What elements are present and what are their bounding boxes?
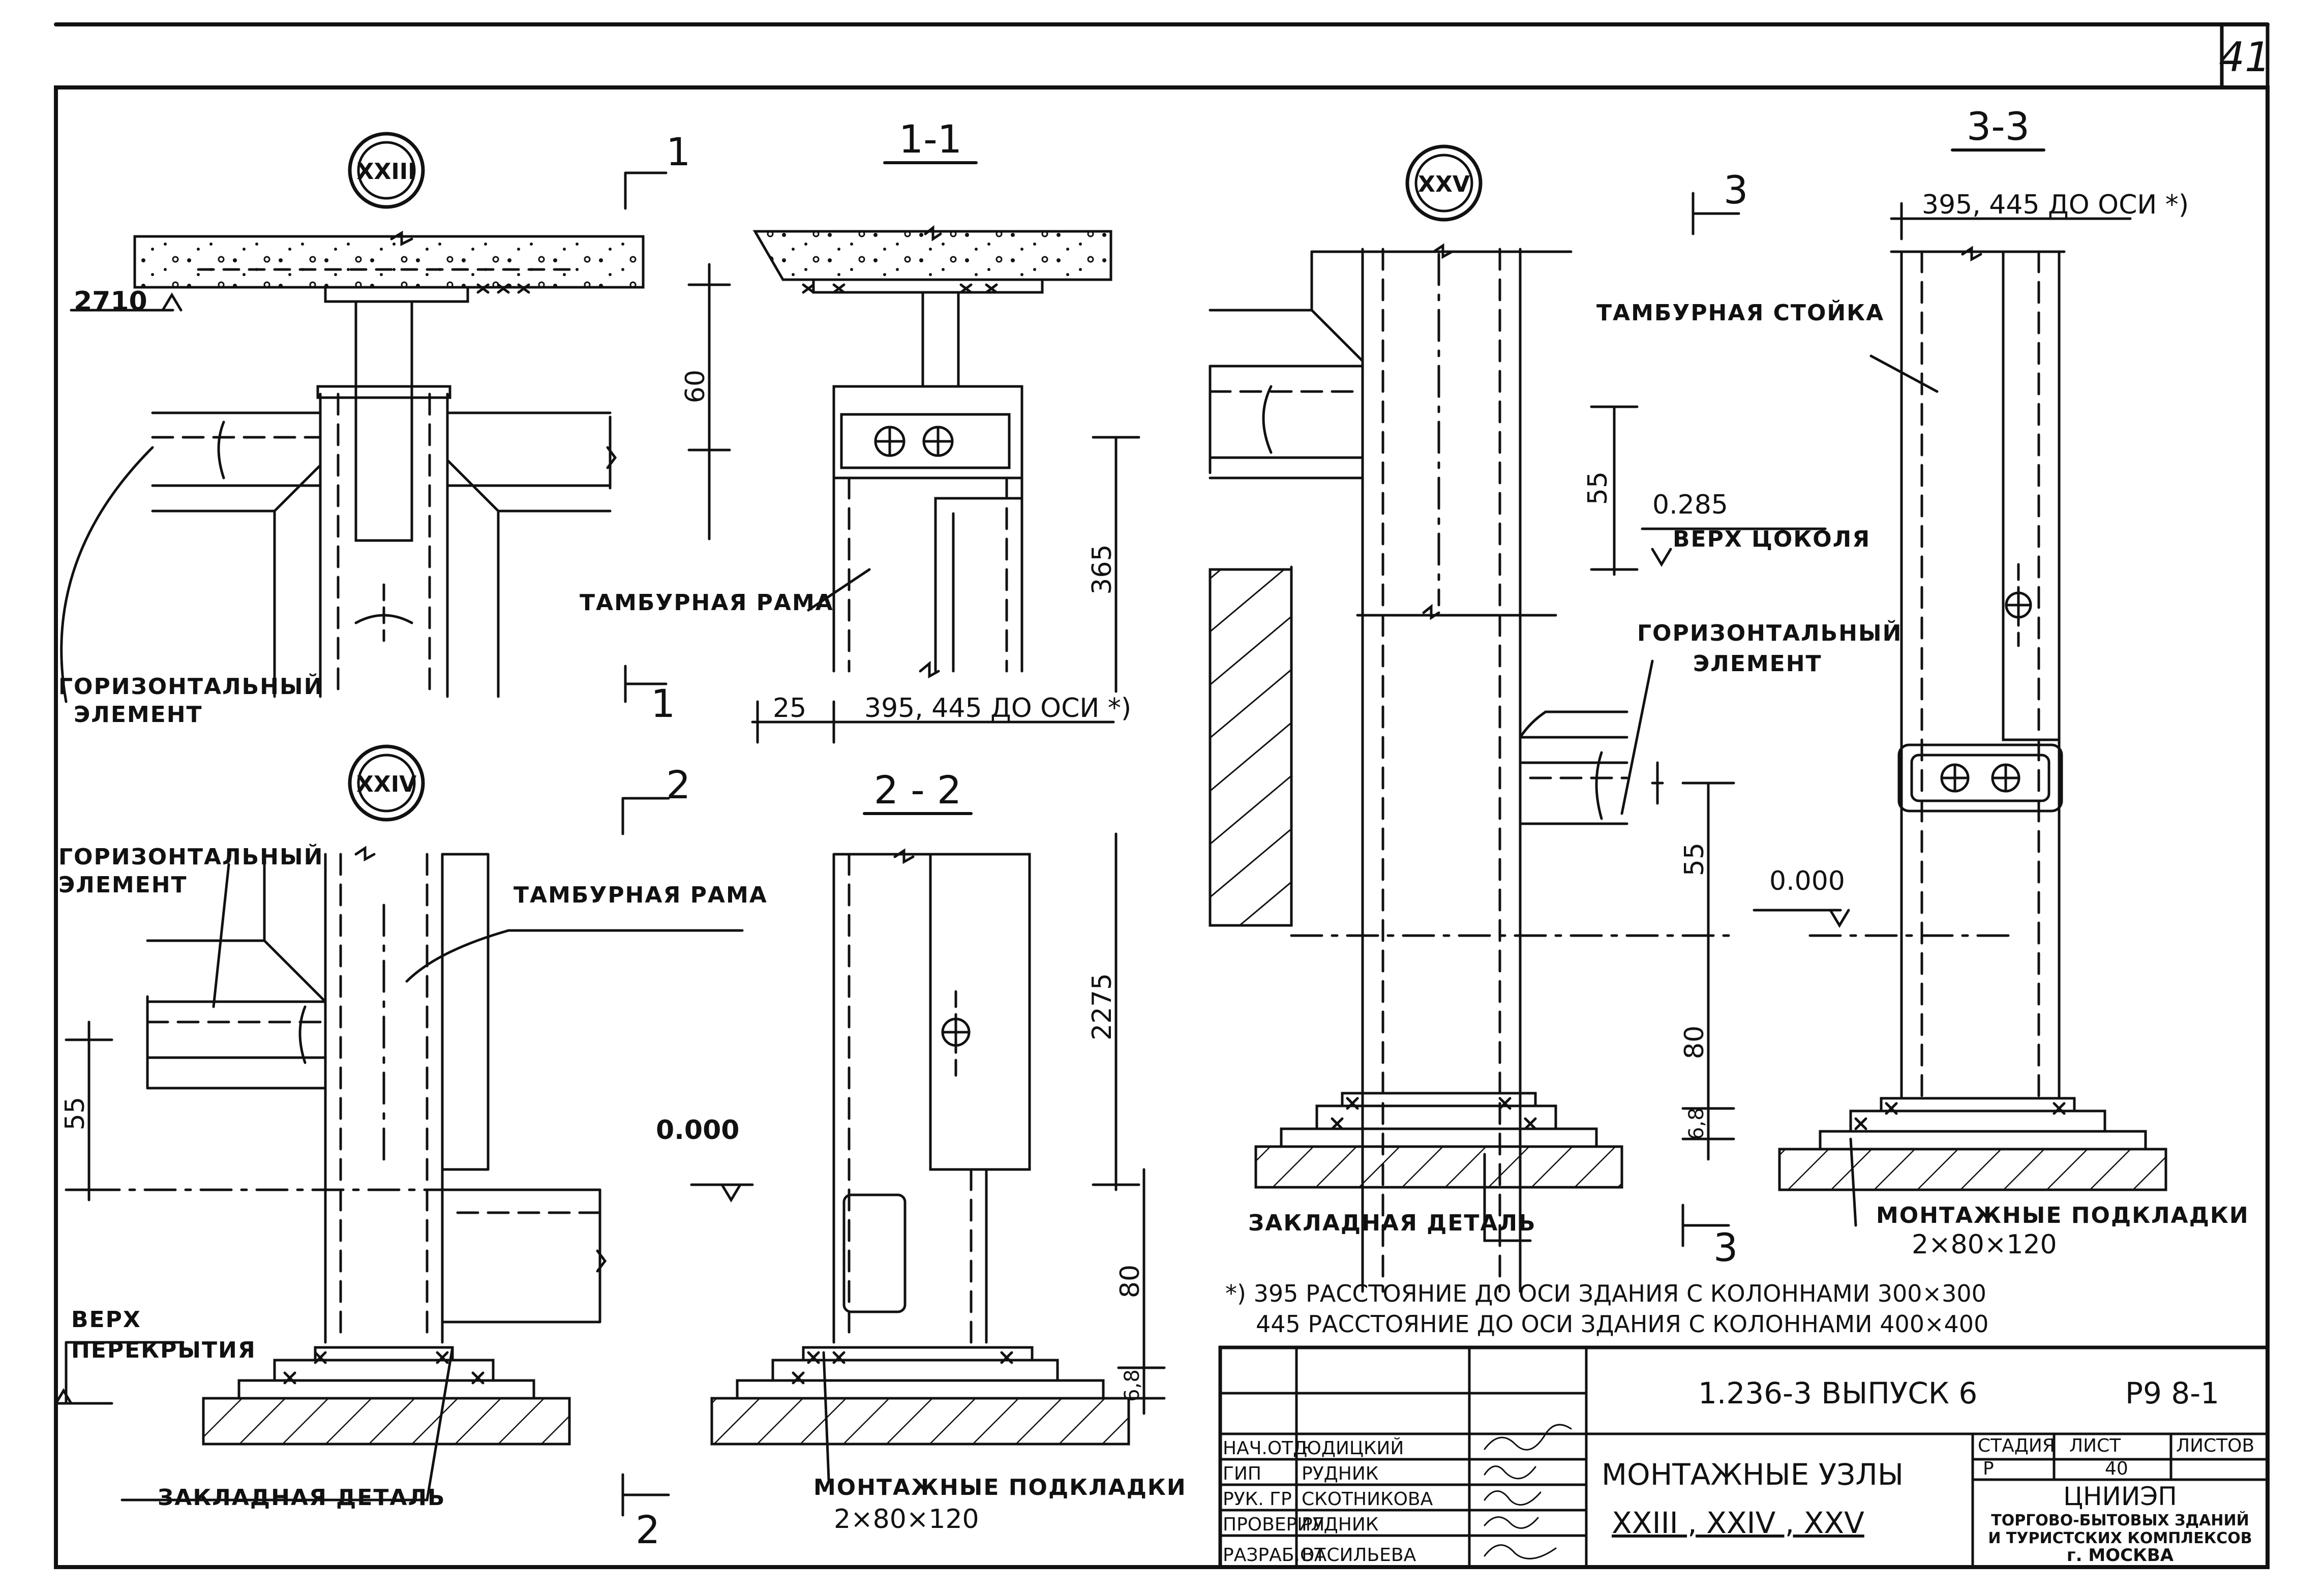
tb-name-1: ЮДИЦКИЙ — [1302, 1437, 1404, 1459]
dim-elev-0285: 0.285 — [1652, 490, 1728, 520]
note-line-1: *) 395 РАССТОЯНИЕ ДО ОСИ ЗДАНИЯ С КОЛОНН… — [1225, 1280, 1986, 1307]
section-1-1-title: 1-1 — [899, 116, 962, 162]
dim-55-a: 55 — [60, 1097, 90, 1130]
tb-sheets-header: ЛИСТОВ — [2176, 1435, 2254, 1456]
dim-55-c: 55 — [1679, 843, 1710, 876]
dim-dist-axis-b: 395, 445 ДО ОСИ *) — [1922, 190, 2189, 220]
label-mount-pads-a: МОНТАЖНЫЕ ПОДКЛАДКИ — [813, 1475, 1187, 1500]
label-floor-top-1: ВЕРХ — [71, 1307, 141, 1333]
dim-60: 60 — [680, 370, 711, 403]
section-1-1-drawing — [751, 161, 1140, 744]
dim-80-a: 80 — [1115, 1265, 1145, 1298]
dim-55-b: 55 — [1583, 471, 1613, 505]
dim-elev-2710: 2710 — [74, 286, 147, 317]
sheet-number: 41 — [2219, 34, 2271, 81]
signatures — [1484, 1424, 1572, 1559]
tb-role-5: РАЗРАБ.ОТ — [1223, 1545, 1326, 1566]
section-2-2-title: 2 - 2 — [874, 767, 961, 813]
node-xxv-drawing — [1209, 192, 1827, 1293]
label-plinth-top: ВЕРХ ЦОКОЛЯ — [1673, 526, 1870, 552]
tb-title-line2: XXIII , XXIV , XXV — [1612, 1506, 1864, 1540]
tb-name-4: РУДНИК — [1302, 1514, 1378, 1535]
dim-6-8-a: 6,8 — [1121, 1369, 1144, 1402]
node-label-xxiv: XXIV — [356, 771, 416, 797]
tb-role-3: РУК. ГР — [1223, 1489, 1292, 1510]
label-mount-pads-b: МОНТАЖНЫЕ ПОДКЛАДКИ — [1876, 1203, 2249, 1228]
tb-org-4: г. МОСКВА — [2067, 1545, 2174, 1566]
node-xxiii-drawing — [60, 171, 731, 703]
section-3-3-title: 3-3 — [1967, 104, 2030, 149]
dim-elev-0000-a: 0.000 — [656, 1115, 739, 1146]
label-embedded-part-b: ЗАКЛАДНАЯ ДЕТАЛЬ — [1248, 1210, 1536, 1236]
label-mount-pads-size-a: 2×80×120 — [834, 1504, 979, 1535]
dim-elev-0000-b: 0.000 — [1769, 866, 1845, 896]
tb-title-line1: МОНТАЖНЫЕ УЗЛЫ — [1602, 1457, 1904, 1492]
label-tambour-post: ТАМБУРНАЯ СТОЙКА — [1596, 299, 1884, 326]
section-2-2-drawing — [690, 812, 1166, 1481]
node-marker-xxv: XXV — [1405, 144, 1483, 222]
dim-dist-axis-a: 395, 445 ДО ОСИ *) — [864, 693, 1131, 724]
tb-code: 1.236-3 ВЫПУСК 6 — [1698, 1376, 1977, 1410]
cut-mark-3-top: 3 — [1724, 167, 1748, 213]
sheet-frame — [54, 22, 2270, 1569]
dim-2275: 2275 — [1087, 973, 1118, 1040]
tb-stage-value: Р — [1983, 1458, 1994, 1479]
cut-mark-3-bottom: 3 — [1713, 1225, 1738, 1270]
label-tambour-frame-b: ТАМБУРНАЯ РАМА — [514, 882, 768, 908]
tb-org-2: ТОРГОВО-БЫТОВЫХ ЗДАНИЙ — [1991, 1511, 2249, 1529]
tb-sheet-value: 40 — [2105, 1458, 2128, 1479]
label-floor-top-2: ПЕРЕКРЫТИЯ — [71, 1337, 256, 1363]
tb-role-2: ГИП — [1223, 1463, 1261, 1484]
label-embedded-part-a: ЗАКЛАДНАЯ ДЕТАЛЬ — [158, 1485, 446, 1511]
label-horizontal-element-a2: ЭЛЕМЕНТ — [74, 702, 203, 728]
tb-org-3: И ТУРИСТСКИХ КОМПЛЕКСОВ — [1988, 1529, 2252, 1547]
tb-name-5: ВАСИЛЬЕВА — [1302, 1545, 1416, 1566]
cut-mark-2-top: 2 — [666, 762, 690, 807]
dim-365: 365 — [1087, 544, 1118, 594]
cut-mark-2-bottom: 2 — [636, 1507, 660, 1552]
node-label-xxv: XXV — [1418, 171, 1470, 197]
tb-role-4: ПРОВЕРИЛ — [1223, 1514, 1324, 1535]
label-horizontal-element-c1: ГОРИЗОНТАЛЬНЫЙ — [1637, 619, 1902, 646]
tb-org-1: ЦНИИЭП — [2063, 1482, 2177, 1511]
dim-80-b: 80 — [1679, 1026, 1710, 1059]
label-tambour-frame-a: ТАМБУРНАЯ РАМА — [580, 590, 834, 616]
dim-6-8-b: 6,8 — [1685, 1107, 1708, 1140]
node-marker-xxiv: XXIV — [348, 744, 425, 822]
label-horizontal-element-b1: ГОРИЗОНТАЛЬНЫЙ — [58, 843, 323, 870]
note-line-2: 445 РАССТОЯНИЕ ДО ОСИ ЗДАНИЯ С КОЛОННАМИ… — [1256, 1310, 1988, 1338]
node-label-xxiii: XXIII — [357, 159, 416, 185]
node-xxiv-drawing — [54, 797, 744, 1517]
label-horizontal-element-c2: ЭЛЕМЕНТ — [1693, 651, 1822, 677]
cut-mark-1-bottom: 1 — [651, 681, 675, 726]
title-block — [1218, 1345, 2270, 1569]
tb-name-3: СКОТНИКОВА — [1302, 1489, 1433, 1510]
label-horizontal-element-b2: ЭЛЕМЕНТ — [58, 872, 188, 898]
cut-mark-1-top: 1 — [666, 129, 690, 174]
dim-25: 25 — [773, 693, 806, 724]
tb-stage-header: СТАДИЯ — [1978, 1435, 2055, 1456]
label-mount-pads-size-b: 2×80×120 — [1912, 1229, 2057, 1260]
node-marker-xxiii: XXIII — [348, 132, 425, 209]
tb-role-1: НАЧ.ОТД — [1223, 1438, 1307, 1459]
tb-sheet-code: Р9 8-1 — [2125, 1376, 2219, 1410]
label-horizontal-element-a1: ГОРИЗОНТАЛЬНЫЙ — [58, 673, 323, 700]
tb-sheet-header: ЛИСТ — [2069, 1435, 2121, 1456]
section-3-3-drawing — [1753, 148, 2167, 1227]
tb-name-2: РУДНИК — [1302, 1463, 1378, 1484]
